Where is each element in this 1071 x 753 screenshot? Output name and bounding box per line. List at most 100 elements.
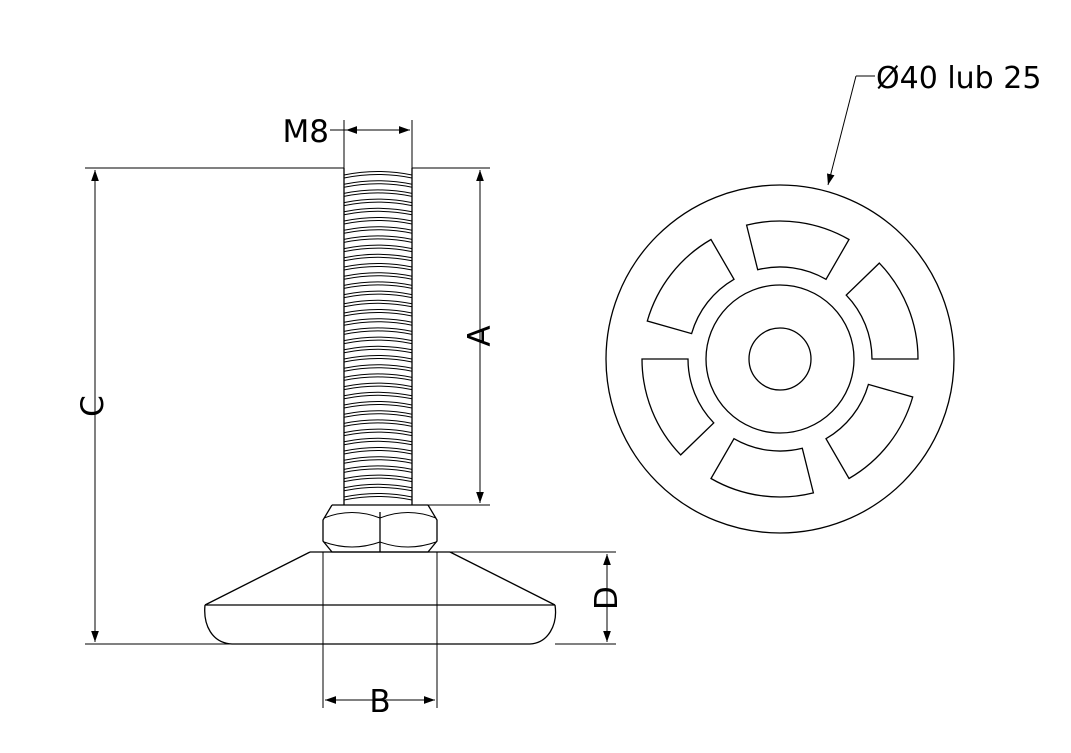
thread-line xyxy=(343,192,413,197)
inner-ring xyxy=(705,284,855,434)
thread-line xyxy=(343,272,413,277)
rib-segment xyxy=(845,262,919,360)
thread-line xyxy=(343,198,413,204)
thread-line xyxy=(343,496,413,501)
thread-line xyxy=(343,174,413,179)
thread-line xyxy=(343,247,413,253)
center-hole xyxy=(748,327,812,391)
base-plate xyxy=(204,551,557,645)
thread-line xyxy=(343,404,413,409)
thread-line xyxy=(343,391,413,397)
outer-rim xyxy=(605,184,955,534)
thread-line xyxy=(343,229,413,234)
dimension-c: C xyxy=(75,167,344,645)
thread-line xyxy=(343,364,413,369)
thread-line xyxy=(343,293,413,299)
thread-line xyxy=(343,302,413,308)
thread-line xyxy=(343,413,413,418)
thread-line xyxy=(343,330,413,335)
thread-line xyxy=(343,493,413,498)
thread-line xyxy=(343,309,413,314)
thread-line xyxy=(343,336,413,342)
thread-line xyxy=(343,465,413,470)
thread-line xyxy=(343,210,413,216)
thread-line xyxy=(343,318,413,323)
thread-line xyxy=(343,253,413,259)
thread-line xyxy=(343,299,413,305)
dimension-m8: M8 xyxy=(283,114,413,168)
thread-line xyxy=(343,266,413,271)
thread-line xyxy=(343,447,413,452)
rib-segment xyxy=(641,358,715,456)
thread-line xyxy=(343,477,413,483)
thread-line xyxy=(343,217,413,222)
thread-line xyxy=(343,312,413,317)
thread-line xyxy=(343,235,413,240)
dimension-b: B xyxy=(322,644,438,720)
thread-line xyxy=(343,281,413,286)
thread-size-label: M8 xyxy=(283,114,329,150)
thread-line xyxy=(343,355,413,360)
thread-line xyxy=(343,419,413,424)
thread-line xyxy=(343,431,413,437)
thread-line xyxy=(343,348,413,354)
thread-line xyxy=(343,189,413,194)
diameter-leader: Ø40 lub 25 xyxy=(827,61,1041,186)
thread-line xyxy=(343,367,413,372)
thread-line xyxy=(343,394,413,400)
thread-line xyxy=(343,327,413,332)
dimension-b-label: B xyxy=(369,684,390,720)
rib-segment xyxy=(825,383,914,480)
thread-line xyxy=(343,238,413,243)
dimension-a: A xyxy=(412,167,498,506)
thread-line xyxy=(343,183,413,188)
thread-line xyxy=(343,321,413,326)
thread-line xyxy=(343,437,413,443)
thread-line xyxy=(343,256,413,262)
thread-line xyxy=(343,345,413,351)
thread-line xyxy=(343,410,413,415)
thread-line xyxy=(343,456,413,461)
thread-line xyxy=(343,440,413,446)
thread-line xyxy=(343,468,413,473)
thread-line xyxy=(343,220,413,225)
dimension-a-label: A xyxy=(462,325,498,346)
thread-line xyxy=(343,244,413,250)
thread-line xyxy=(343,263,413,268)
thread-line xyxy=(343,290,413,296)
thread-line xyxy=(343,180,413,185)
thread-line xyxy=(343,358,413,363)
thread-line xyxy=(343,226,413,231)
side-view: C A D B M8 xyxy=(75,114,625,720)
hex-nut xyxy=(322,504,438,553)
threaded-stud xyxy=(343,168,413,505)
rib-segment xyxy=(646,238,735,335)
thread-line xyxy=(343,385,413,391)
dimension-c-label: C xyxy=(75,395,111,417)
thread-line xyxy=(343,382,413,388)
thread-line xyxy=(343,275,413,280)
thread-line xyxy=(343,459,413,464)
diameter-label: Ø40 lub 25 xyxy=(876,61,1041,96)
thread-line xyxy=(343,474,413,480)
thread-line xyxy=(343,401,413,406)
thread-line xyxy=(343,428,413,434)
thread-line xyxy=(343,207,413,213)
thread-line xyxy=(343,483,413,489)
dimension-d: D xyxy=(450,551,625,645)
thread-line xyxy=(343,373,413,378)
thread-line xyxy=(343,201,413,207)
rib-segment xyxy=(710,437,815,498)
thread-line xyxy=(343,376,413,381)
thread-lines xyxy=(343,171,413,501)
thread-line xyxy=(343,486,413,492)
rib-segments xyxy=(641,220,919,498)
thread-line xyxy=(343,339,413,345)
thread-line xyxy=(343,171,413,176)
thread-line xyxy=(343,422,413,427)
thread-line xyxy=(343,284,413,289)
rib-segment xyxy=(745,220,850,281)
dimension-d-label: D xyxy=(589,586,625,610)
top-view: Ø40 lub 25 xyxy=(605,61,1041,534)
